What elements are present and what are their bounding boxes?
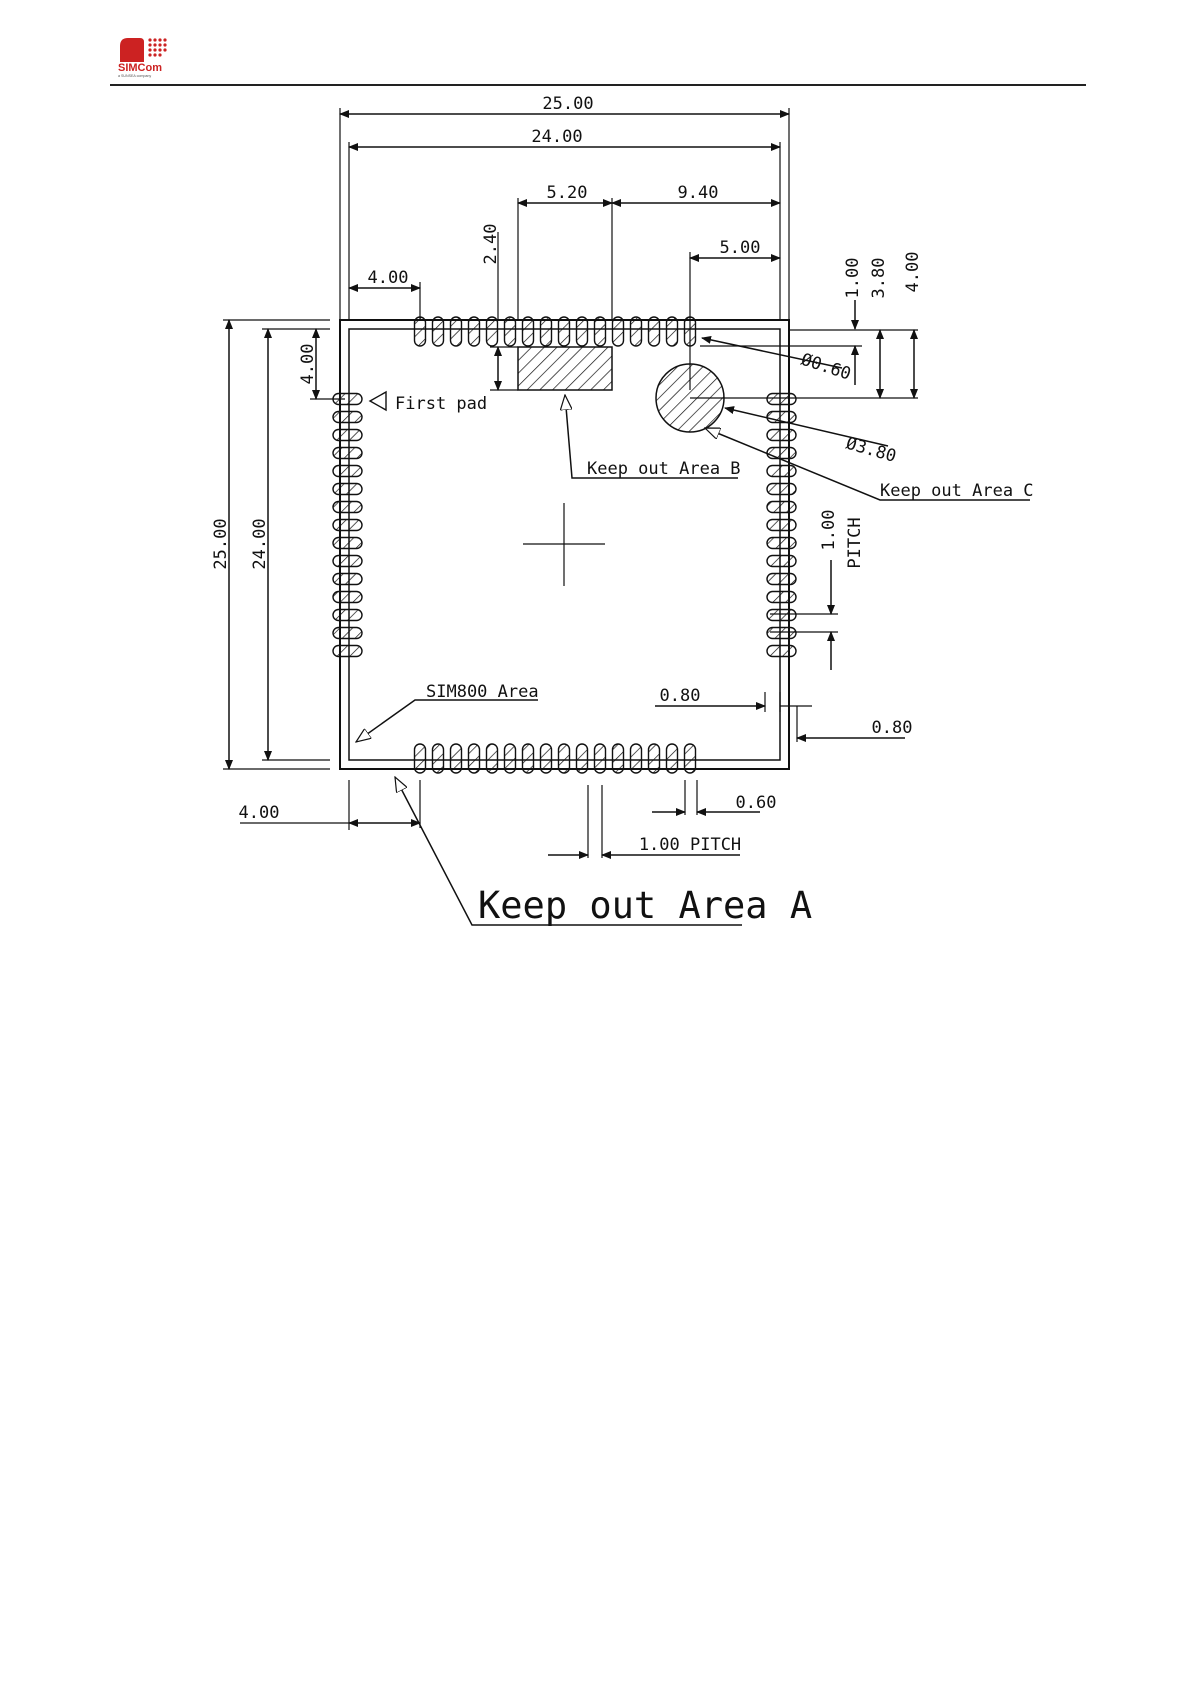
pad-right xyxy=(767,574,796,585)
label-pad-dia: Ø0.60 xyxy=(798,350,853,385)
label-keepout-b-width: 5.20 xyxy=(547,183,588,203)
pad-bottom xyxy=(667,744,678,773)
label-bottom-left-offset: 4.00 xyxy=(239,803,280,823)
label-pad-width: 0.60 xyxy=(736,793,777,813)
pad-bottom xyxy=(631,744,642,773)
pad-right xyxy=(767,538,796,549)
label-bottom-pitch: 1.00 PITCH xyxy=(639,835,741,855)
label-keepout-b-to-edge: 9.40 xyxy=(678,183,719,203)
pad-bottom xyxy=(577,744,588,773)
label-dim-1-00: 1.00 xyxy=(843,258,863,299)
pad-top xyxy=(523,317,534,346)
pad-top xyxy=(505,317,516,346)
pad-top xyxy=(667,317,678,346)
leader-first-pad xyxy=(370,392,386,410)
pad-top xyxy=(415,317,426,346)
label-width-outer: 25.00 xyxy=(542,94,593,114)
label-pitch-value: 1.00 xyxy=(819,510,839,551)
pad-right xyxy=(767,448,796,459)
pad-bottom xyxy=(433,744,444,773)
pad-right xyxy=(767,430,796,441)
pad-bottom xyxy=(505,744,516,773)
label-left-pad-offset: 4.00 xyxy=(298,344,318,385)
pad-right xyxy=(767,628,796,639)
pad-top xyxy=(649,317,660,346)
pad-left xyxy=(333,466,362,477)
label-sim800-area: SIM800 Area xyxy=(426,682,539,702)
pad-top xyxy=(469,317,480,346)
label-first-pad: First pad xyxy=(395,394,487,414)
leader-sim800-area xyxy=(356,700,538,742)
pad-left xyxy=(333,646,362,657)
pad-left xyxy=(333,520,362,531)
pad-bottom xyxy=(451,744,462,773)
gap-extension-lines xyxy=(765,692,797,742)
label-keepout-b: Keep out Area B xyxy=(587,459,741,479)
pad-row-left xyxy=(333,394,362,657)
pad-right xyxy=(767,502,796,513)
label-circle-dia: Ø3.80 xyxy=(844,434,899,467)
pad-bottom xyxy=(523,744,534,773)
pad-left xyxy=(333,502,362,513)
pad-left xyxy=(333,628,362,639)
pad-bottom xyxy=(487,744,498,773)
label-keepout-a: Keep out Area A xyxy=(478,884,812,927)
pad-left xyxy=(333,412,362,423)
pad-right xyxy=(767,466,796,477)
pad-right xyxy=(767,646,796,657)
label-dim-4-00: 4.00 xyxy=(903,252,923,293)
pad-left xyxy=(333,484,362,495)
label-gap-outer: 0.80 xyxy=(872,718,913,738)
dimension-extension-lines-left xyxy=(223,320,345,769)
pad-bottom xyxy=(613,744,624,773)
pad-right xyxy=(767,520,796,531)
pad-top xyxy=(595,317,606,346)
pad-row-right xyxy=(767,394,796,657)
keepout-b-ext xyxy=(490,347,518,390)
label-keepout-b-depth: 2.40 xyxy=(481,224,501,265)
pad-left xyxy=(333,574,362,585)
pad-bottom xyxy=(649,744,660,773)
pad-row-top xyxy=(415,317,696,346)
label-top-pad-offset: 4.00 xyxy=(368,268,409,288)
pad-right xyxy=(767,484,796,495)
label-height-outer: 25.00 xyxy=(211,518,231,569)
pad-bottom xyxy=(685,744,696,773)
pad-right xyxy=(767,394,796,405)
label-keepout-c: Keep out Area C xyxy=(880,481,1034,501)
label-pitch: PITCH xyxy=(845,517,865,568)
keepout-area-b xyxy=(518,347,612,390)
pad-right xyxy=(767,592,796,603)
pad-left xyxy=(333,430,362,441)
pad-right xyxy=(767,556,796,567)
center-mark xyxy=(523,503,605,586)
pad-bottom xyxy=(469,744,480,773)
pad-top xyxy=(559,317,570,346)
pad-left xyxy=(333,448,362,459)
pad-top xyxy=(451,317,462,346)
label-gap-inner: 0.80 xyxy=(660,686,701,706)
pad-top xyxy=(487,317,498,346)
pad-left xyxy=(333,556,362,567)
pad-bottom xyxy=(559,744,570,773)
pad-bottom xyxy=(595,744,606,773)
pad-top xyxy=(613,317,624,346)
label-width-inner: 24.00 xyxy=(531,127,582,147)
label-height-inner: 24.00 xyxy=(250,518,270,569)
pad-bottom xyxy=(415,744,426,773)
pad-left xyxy=(333,538,362,549)
pad-top xyxy=(631,317,642,346)
pad-top xyxy=(577,317,588,346)
pad-top xyxy=(433,317,444,346)
pad-right xyxy=(767,610,796,621)
pad-bottom xyxy=(541,744,552,773)
pad-left xyxy=(333,592,362,603)
pad-top xyxy=(541,317,552,346)
label-circle-to-edge: 5.00 xyxy=(720,238,761,258)
label-dim-3-80: 3.80 xyxy=(869,258,889,299)
pad-left xyxy=(333,610,362,621)
